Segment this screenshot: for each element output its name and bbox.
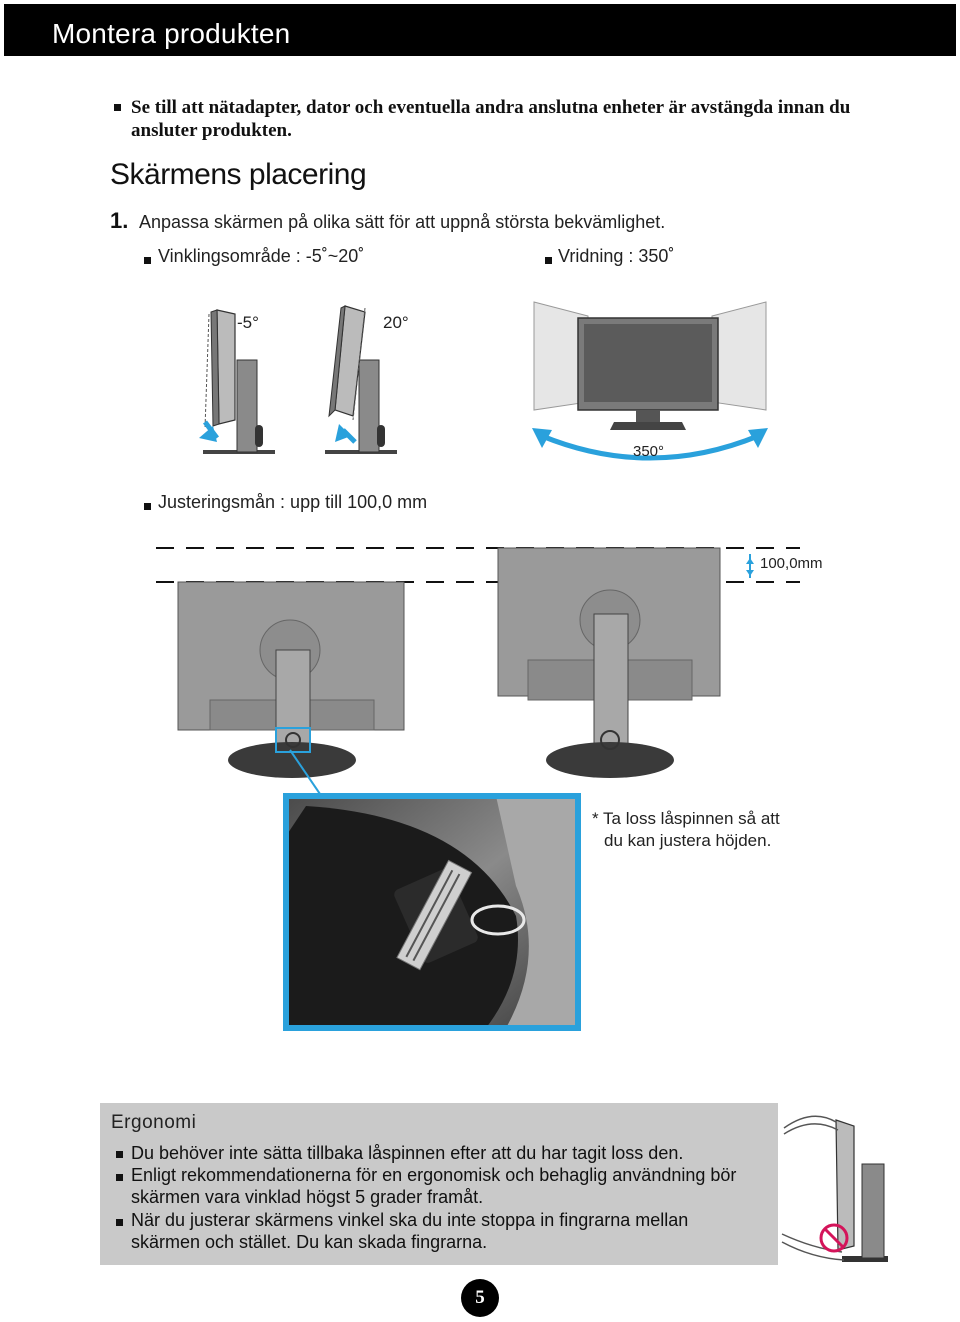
height-label: 100,0mm [760, 555, 823, 572]
swivel-label: 350° [633, 443, 664, 460]
ergonomics-box: Ergonomi Du behöver inte sätta tillbaka … [100, 1103, 778, 1265]
bullet-icon [144, 257, 151, 264]
prohibited-icon [819, 1223, 849, 1253]
lock-pin-caption: * Ta loss låspinnen så att du kan juster… [592, 808, 780, 852]
height-illustration: 100,0mm [156, 547, 823, 778]
ergonomics-title: Ergonomi [111, 1112, 197, 1133]
callout-line [289, 749, 321, 795]
bullet-icon [116, 1151, 123, 1158]
step-text: Anpassa skärmen på olika sätt för att up… [139, 212, 666, 232]
bullet-icon [114, 104, 121, 111]
tilt-spec: Vinklingsområde : -5˚~20˚ [158, 246, 365, 266]
section-title: Skärmens placering [110, 158, 367, 191]
bullet-icon [116, 1174, 123, 1181]
ergonomics-item-line: skärmen vara vinklad högst 5 grader fram… [131, 1187, 484, 1207]
page-title: Montera produkten [52, 18, 291, 49]
ergonomics-item-line: När du justerar skärmens vinkel ska du i… [131, 1210, 689, 1230]
tilt-minus-label: -5° [237, 313, 259, 332]
bullet-icon [144, 503, 151, 510]
swivel-spec: Vridning : 350˚ [558, 246, 675, 266]
ergonomics-item-line: Du behöver inte sätta tillbaka låspinnen… [131, 1143, 684, 1163]
caption-line-1: * Ta loss låspinnen så att [592, 809, 780, 828]
ergonomics-item: När du justerar skärmens vinkel ska du i… [131, 1209, 771, 1253]
finger-warning-illustration [781, 1115, 888, 1262]
tilt-plus-label: 20° [383, 313, 409, 332]
intro-note: Se till att nätadapter, dator och eventu… [131, 97, 851, 141]
header-bar: Montera produkten [4, 4, 956, 56]
ergonomics-item: Du behöver inte sätta tillbaka låspinnen… [131, 1142, 771, 1164]
ergonomics-item-line: Enligt rekommendationerna för en ergonom… [131, 1165, 737, 1185]
bullet-icon [116, 1219, 123, 1226]
swivel-illustration: 350° [532, 301, 768, 461]
ergonomics-item: Enligt rekommendationerna för en ergonom… [131, 1164, 771, 1208]
step-number: 1. [110, 208, 129, 233]
tilt-illustration: -5° 20° [199, 305, 409, 454]
lock-pin-photo [283, 793, 581, 1031]
page-number: 5 [461, 1279, 499, 1317]
ergonomics-item-line: skärmen och stället. Du kan skada fingra… [131, 1232, 488, 1252]
height-spec: Justeringsmån : upp till 100,0 mm [158, 492, 428, 512]
bullet-icon [545, 257, 552, 264]
caption-line-2: du kan justera höjden. [604, 831, 772, 850]
